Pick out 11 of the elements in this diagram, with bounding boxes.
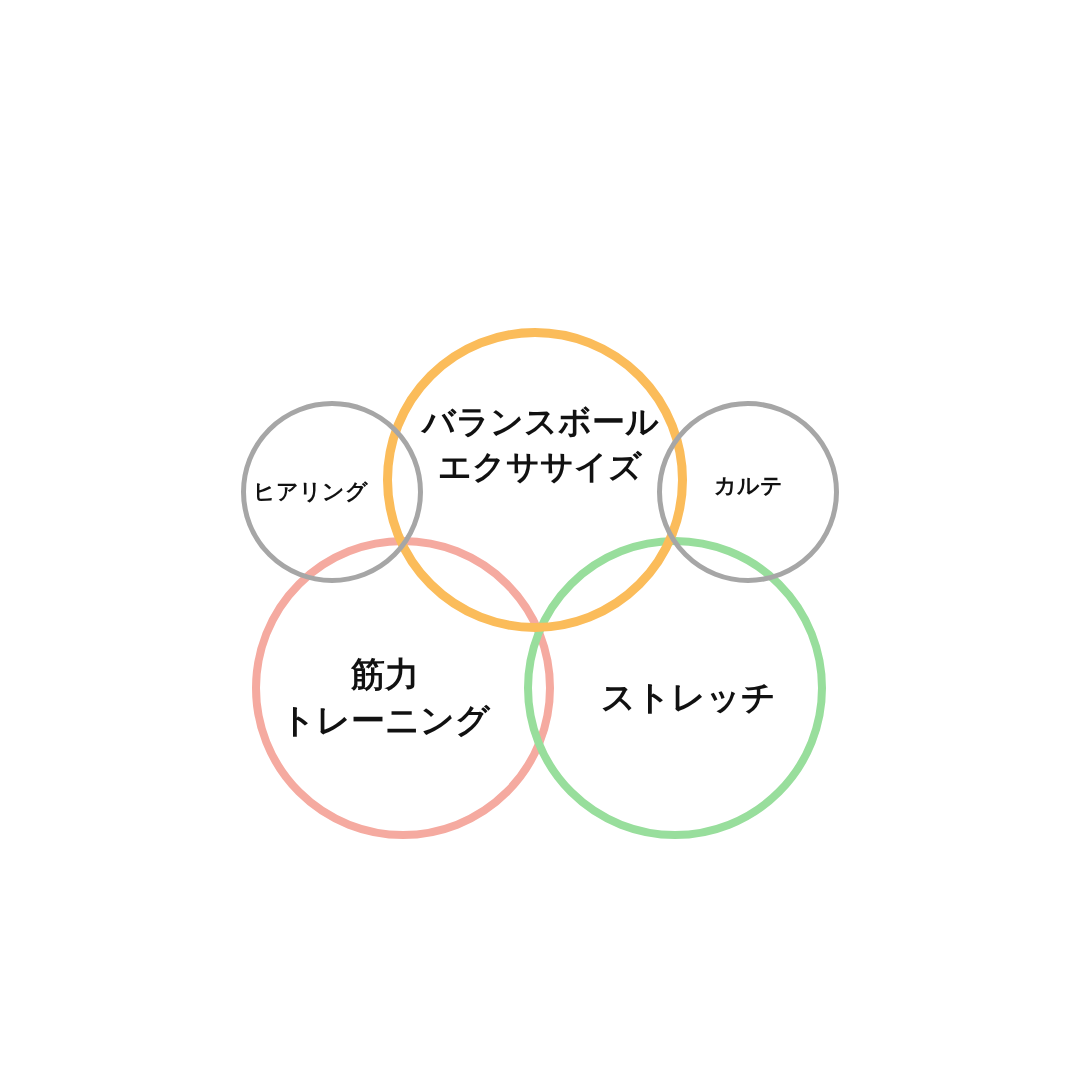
circle-label: ヒアリング [251, 478, 369, 507]
venn-circle [241, 401, 423, 583]
venn-circle [657, 401, 839, 583]
circle-label: ストレッチ [599, 676, 777, 720]
venn-circle [383, 328, 687, 632]
venn-circle [252, 537, 554, 839]
venn-circle [524, 537, 826, 839]
circle-label: バランスボールエクササイズ [420, 401, 660, 488]
circle-label: 筋力 [350, 653, 420, 697]
circle-label: カルテ [712, 472, 784, 501]
circle-label: トレーニング [279, 699, 492, 742]
